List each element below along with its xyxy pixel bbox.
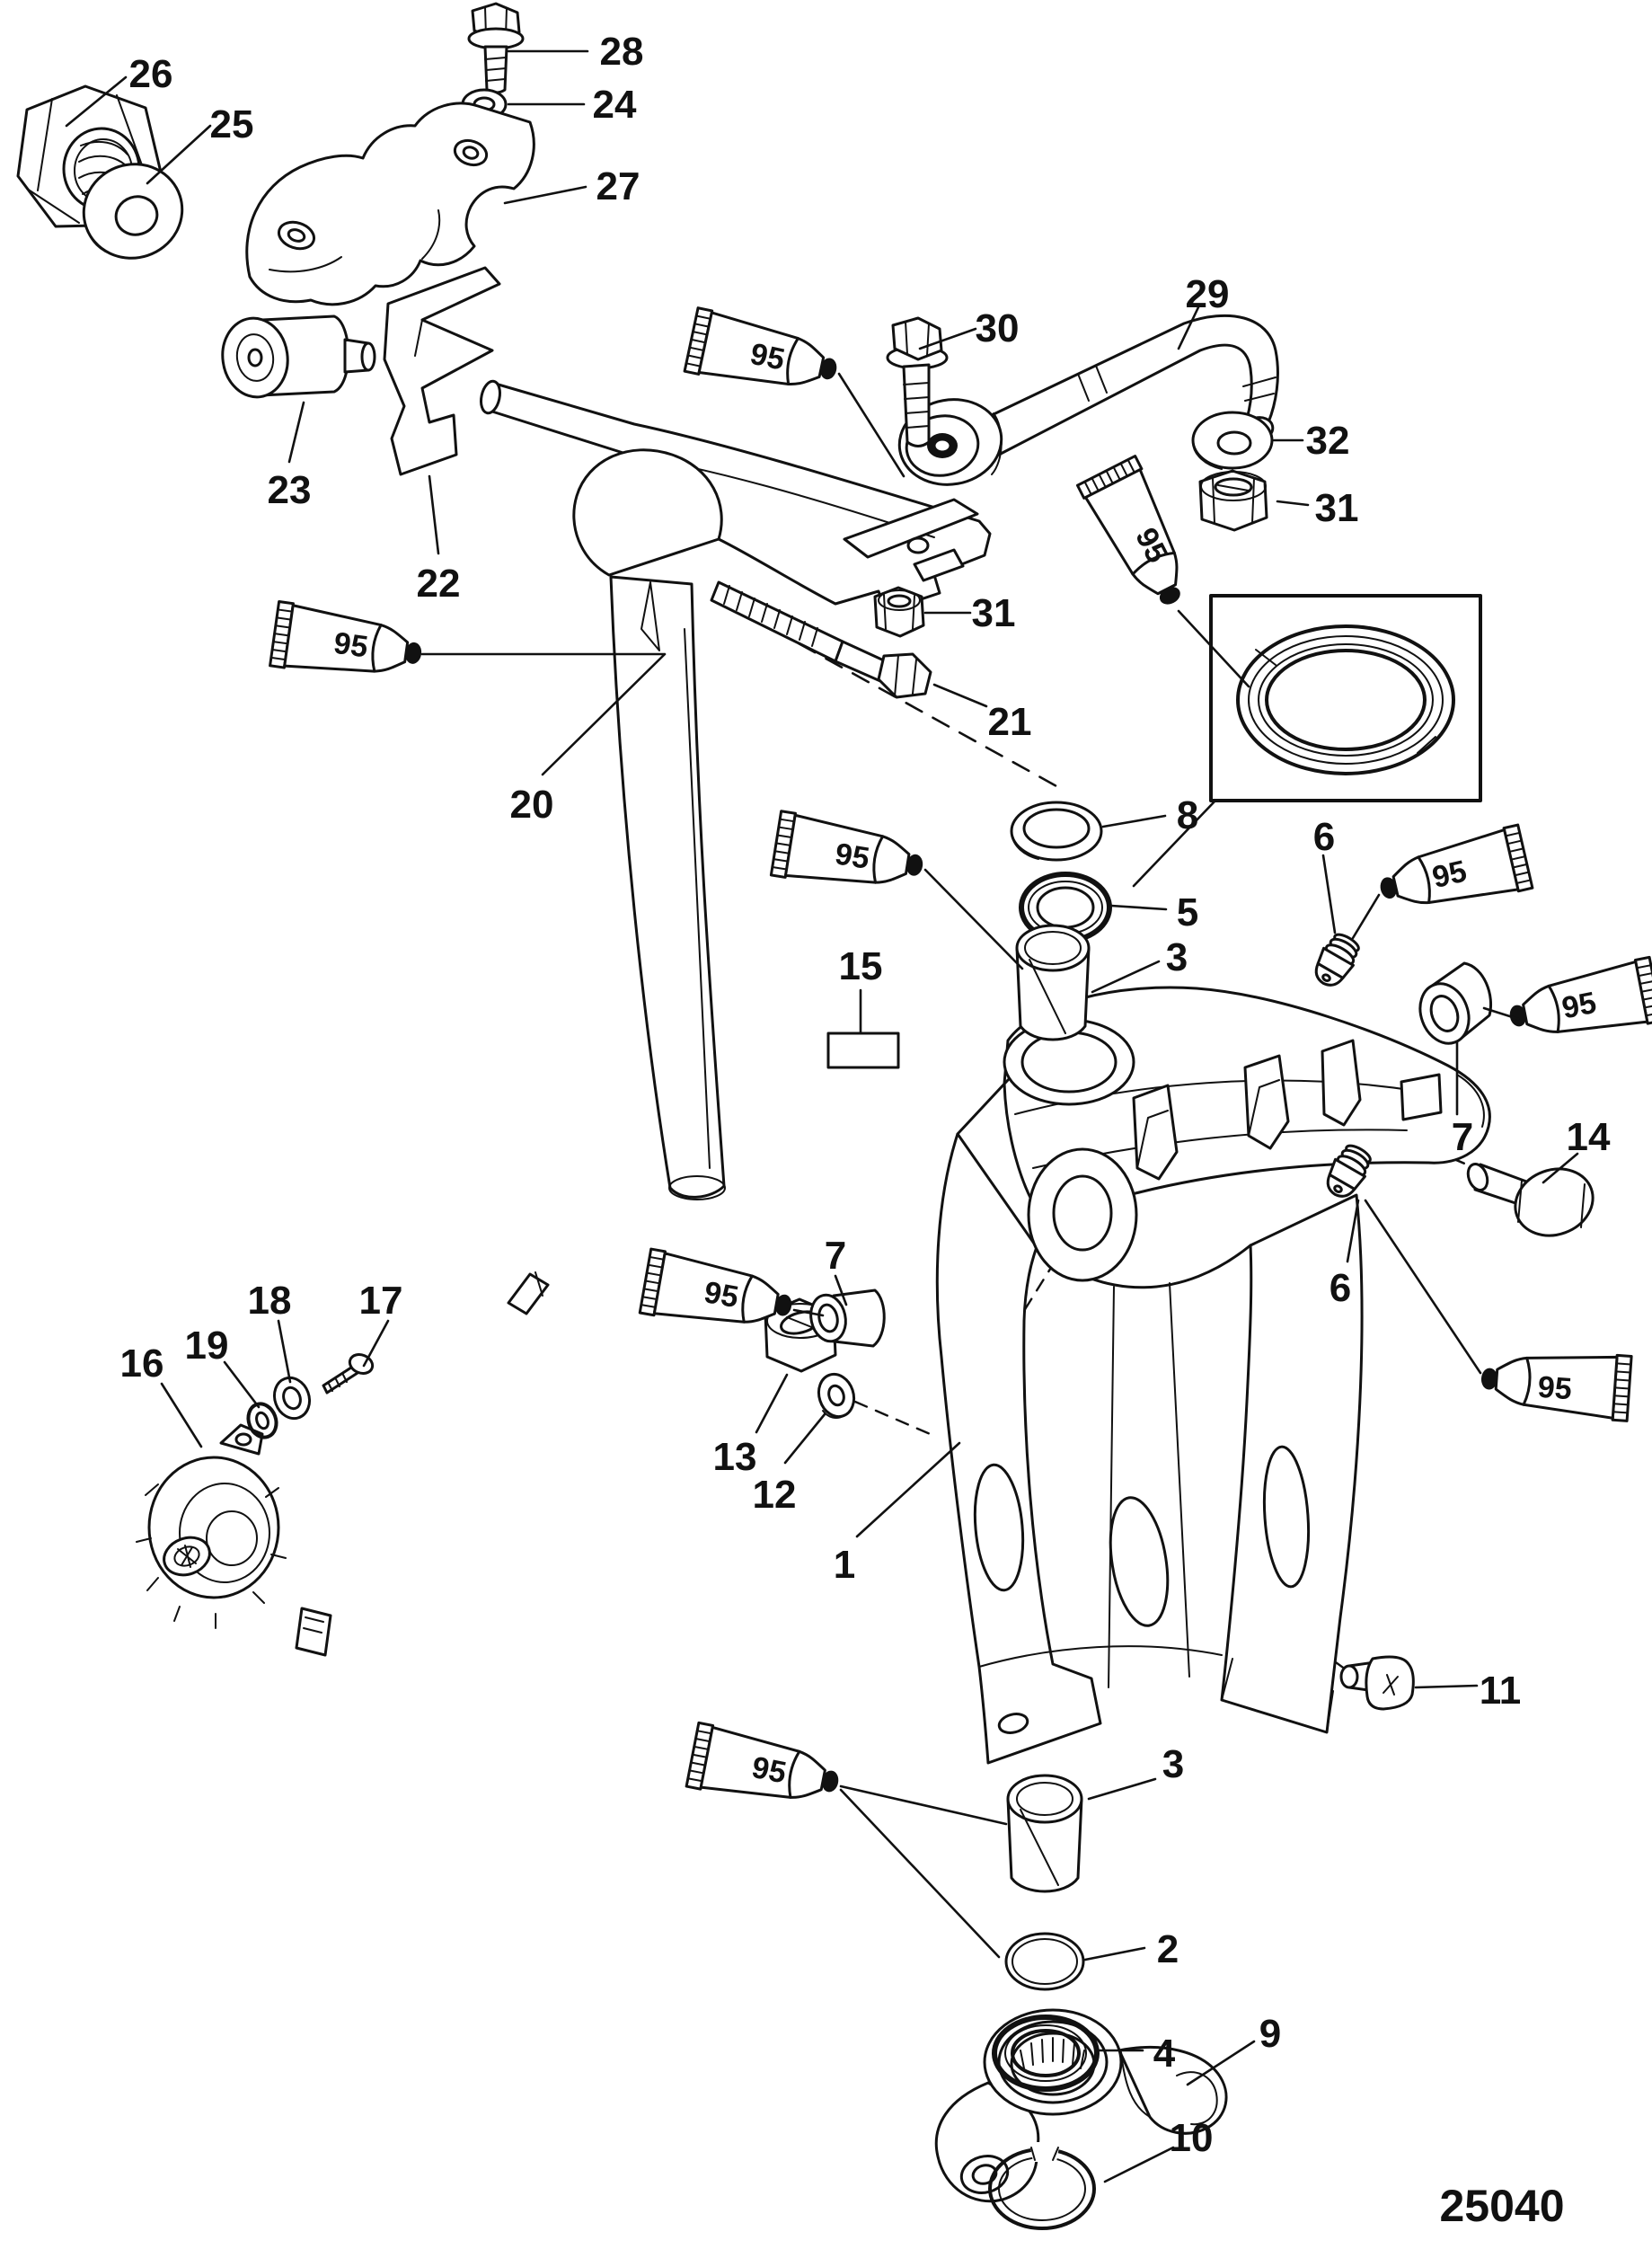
- part-15-decal: [826, 1032, 900, 1069]
- callout-25: 25: [210, 102, 254, 146]
- callout-30: 30: [976, 306, 1020, 350]
- callout-31-middle: 31: [972, 591, 1016, 635]
- callout-17: 17: [359, 1279, 403, 1323]
- callout-7-right: 7: [1452, 1115, 1473, 1159]
- leader-lines: [65, 49, 1579, 2183]
- callout-24: 24: [593, 83, 637, 127]
- part-11-bolt: [1339, 1655, 1415, 1711]
- callout-3-lower: 3: [1162, 1742, 1184, 1786]
- part-8-ring: [1010, 801, 1103, 862]
- lube-label-8: 95: [702, 1275, 741, 1315]
- part-7-right-bushing: [1418, 961, 1492, 1045]
- callout-16: 16: [120, 1342, 164, 1386]
- part-22-plate: [383, 266, 501, 476]
- callout-labels: 26 25 28 24 27 23 22 30 29 32 31 31 21 2…: [120, 30, 1611, 2160]
- lube-label-9: 95: [749, 1750, 789, 1791]
- part-2-o-ring: [1004, 1932, 1085, 1991]
- lube-label-2: 95: [747, 337, 788, 377]
- part-27-clamp: [245, 102, 535, 306]
- part-23-mount: [221, 314, 376, 399]
- callout-9: 9: [1259, 2012, 1281, 2056]
- part-9-swivel-mount: [934, 2008, 1228, 2203]
- part-1-swivel-bracket: [935, 986, 1491, 1765]
- part-32-washer: [1191, 411, 1274, 470]
- lube-label-1: 95: [331, 626, 370, 665]
- lubricant-labels: 95 95 95 95 95 95 95 95 95: [331, 337, 1599, 1791]
- callout-15: 15: [839, 944, 883, 988]
- callout-10: 10: [1170, 2116, 1214, 2160]
- callout-32: 32: [1306, 419, 1350, 463]
- lube-label-7: 95: [833, 837, 871, 875]
- part-3-lower-bushing: [1006, 1774, 1083, 1893]
- lube-label-6: 95: [1537, 1370, 1573, 1407]
- part-31-locknut-middle: [873, 586, 925, 638]
- part-30-bolt: [886, 316, 949, 447]
- part-3-upper-bushing: [1015, 924, 1091, 1041]
- callout-26: 26: [129, 52, 173, 96]
- callout-2: 2: [1157, 1927, 1179, 1971]
- part-25-washer: [82, 163, 184, 260]
- lube-label-4: 95: [1429, 854, 1470, 896]
- callout-23: 23: [268, 468, 312, 512]
- part-7-left-bushing: [809, 1288, 886, 1348]
- callout-29: 29: [1186, 272, 1230, 316]
- callout-20: 20: [510, 783, 554, 827]
- part-6-grease-fitting-upper: [1307, 928, 1365, 994]
- seal-detail-box: [1132, 594, 1482, 888]
- callout-31-right: 31: [1315, 486, 1359, 530]
- callout-4: 4: [1153, 2032, 1176, 2076]
- callout-18: 18: [248, 1279, 292, 1323]
- part-4-seal: [992, 2014, 1100, 2092]
- callout-8: 8: [1177, 793, 1198, 837]
- callout-3-upper: 3: [1166, 935, 1188, 979]
- part-20-steering-arm: [480, 379, 992, 1200]
- callout-28: 28: [600, 30, 644, 74]
- callout-19: 19: [185, 1324, 229, 1368]
- callout-21: 21: [988, 700, 1032, 744]
- callout-5: 5: [1177, 890, 1198, 934]
- part-16-trim-sender: [136, 1271, 550, 1657]
- callout-7-left: 7: [825, 1234, 846, 1278]
- part-21-bolt: [710, 580, 932, 699]
- part-14-bolt: [1466, 1162, 1595, 1237]
- part-31-locknut-right: [1198, 469, 1268, 532]
- callout-27: 27: [596, 164, 640, 208]
- lube-label-5: 95: [1559, 986, 1599, 1026]
- drawing-number: 25040: [1439, 2181, 1564, 2231]
- part-10-snap-ring: [988, 2142, 1096, 2230]
- callout-22: 22: [417, 562, 461, 606]
- part-28-bolt: [467, 2, 525, 94]
- callout-12: 12: [753, 1473, 797, 1517]
- part-12-washer: [817, 1372, 856, 1419]
- callout-1: 1: [834, 1543, 855, 1587]
- callout-6-upper: 6: [1313, 815, 1335, 859]
- callout-11: 11: [1480, 1669, 1522, 1713]
- callout-13: 13: [713, 1435, 757, 1479]
- part-18-washer: [272, 1376, 312, 1421]
- callout-14: 14: [1567, 1115, 1611, 1159]
- callout-6-lower: 6: [1330, 1266, 1351, 1310]
